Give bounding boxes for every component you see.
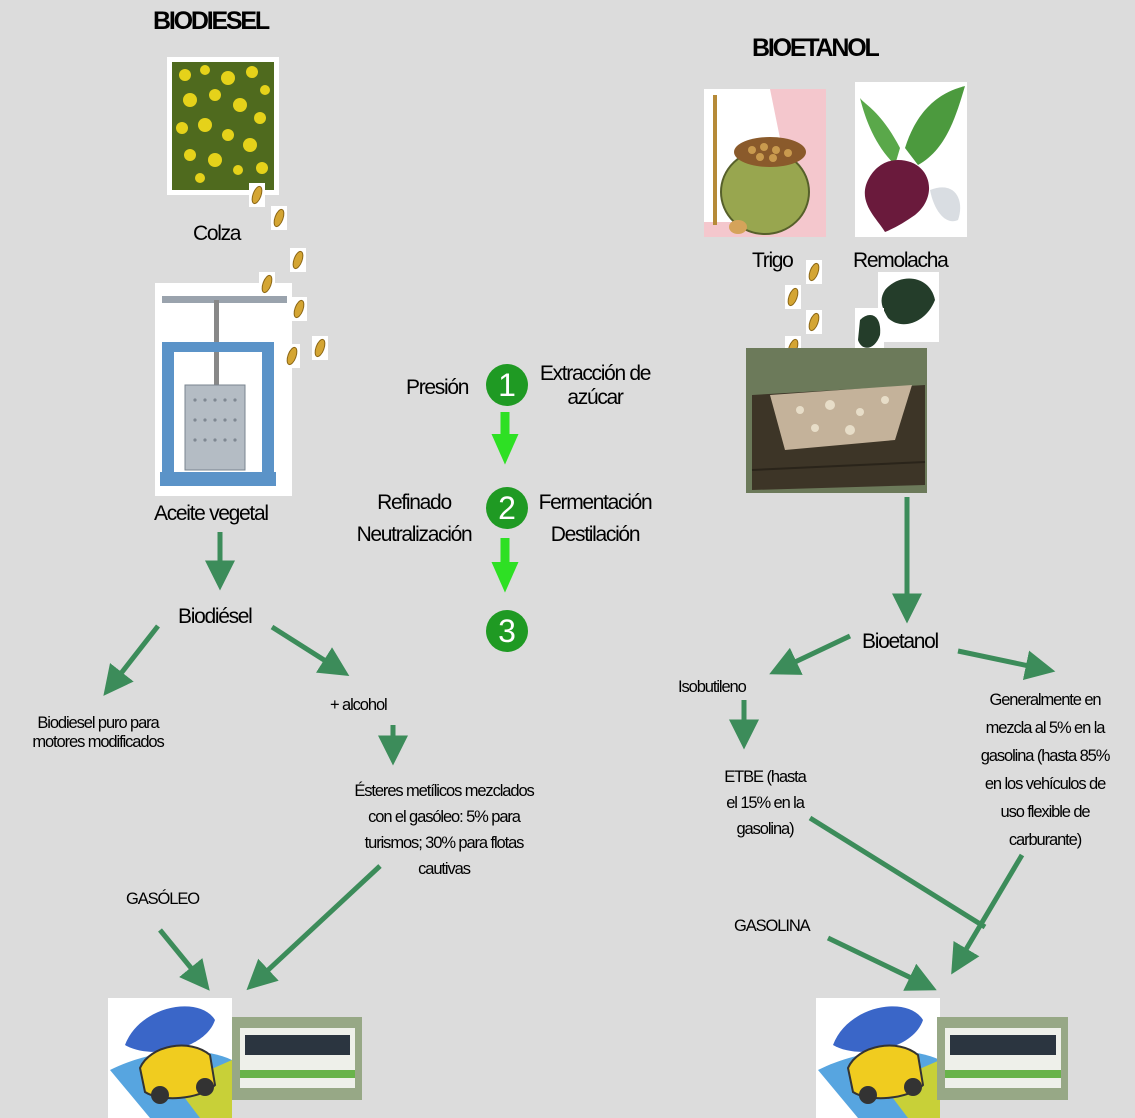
etbe-line-1: ETBE (hasta — [724, 768, 807, 786]
seed-icons-left — [249, 183, 328, 368]
flow-arrows — [103, 497, 1056, 991]
esteres-line-4: cautivas — [418, 860, 471, 878]
fermentacion-line-1: Fermentación — [538, 491, 653, 514]
gasoleo-label: GASÓLEO — [126, 890, 200, 908]
refinado-line-2: Neutralización — [356, 523, 473, 546]
wheat-sack-picture — [704, 89, 826, 237]
biodiesel-puro-line-1: Biodiesel puro para — [37, 714, 159, 732]
arrow-esteres-to-vehicles — [246, 864, 382, 991]
extraccion-label: Extracción de azúcar — [526, 362, 664, 410]
esteres-line-1: Ésteres metílicos mezclados — [354, 782, 534, 800]
esteres-line-2: con el gasóleo: 5% para — [368, 808, 521, 826]
isobutileno-label: Isobutileno — [678, 678, 747, 696]
refinado-line-1: Refinado — [377, 491, 452, 514]
biodiesel-title: BIODIESEL — [153, 7, 270, 35]
colza-picture — [167, 57, 279, 195]
mezcla-line-1: Generalmente en — [989, 691, 1102, 709]
bioetanol-title: BIOETANOL — [752, 34, 880, 62]
esteres-line-3: turismos; 30% para flotas — [364, 834, 525, 852]
vehicles-picture-right — [816, 998, 1068, 1118]
arrow-bioetanol-to-isobutileno — [769, 633, 852, 675]
beet-leaves-icon — [855, 272, 939, 358]
vehicles-picture-left — [108, 998, 362, 1118]
refinado-label: Refinado Neutralización — [340, 487, 488, 551]
arrow-biodiesel-to-alcohol — [270, 624, 350, 677]
step-3-icon: 3 — [486, 610, 528, 652]
remolacha-label: Remolacha — [853, 249, 949, 272]
step-1-icon: 1 — [486, 364, 528, 406]
etbe-label: ETBE (hasta el 15% en la gasolina) — [700, 764, 830, 842]
colza-label: Colza — [193, 222, 242, 245]
press-picture — [155, 283, 292, 496]
esteres-label: Ésteres metílicos mezclados con el gasól… — [310, 778, 578, 882]
fermentacion-label: Fermentación Destilación — [526, 487, 664, 551]
mezcla-line-5: uso flexible de — [1000, 803, 1091, 821]
mezcla-line-3: gasolina (hasta 85% — [980, 747, 1111, 765]
arrow-mezcla-to-vehicles — [951, 853, 1025, 975]
beet-picture — [855, 82, 967, 237]
etbe-line-3: gasolina) — [736, 820, 794, 838]
extraccion-line-2: azúcar — [567, 386, 624, 409]
arrow-gasoleo-to-vehicles — [158, 928, 210, 991]
arrow-biodiesel-to-puro — [103, 624, 160, 696]
fermentacion-line-2: Destilación — [550, 523, 641, 546]
step-2-icon: 2 — [486, 487, 528, 529]
arrow-gasolina-to-vehicles — [826, 935, 937, 991]
bioetanol-node-label: Bioetanol — [862, 630, 939, 653]
biodiesel-node-label: Biodiésel — [178, 605, 253, 628]
aceite-vegetal-label: Aceite vegetal — [154, 502, 269, 525]
biodiesel-puro-line-2: motores modificados — [32, 733, 164, 751]
etbe-line-2: el 15% en la — [726, 794, 805, 812]
trigo-label: Trigo — [752, 249, 794, 272]
biodiesel-puro-label: Biodiesel puro para motores modificados — [8, 714, 188, 752]
seed-icons-right — [785, 260, 822, 360]
alcohol-label: + alcohol — [330, 696, 388, 714]
arrow-bioetanol-to-mezcla — [957, 648, 1056, 681]
mezcla-label: Generalmente en mezcla al 5% en la gasol… — [955, 686, 1135, 854]
mezcla-line-4: en los vehículos de — [984, 775, 1106, 793]
gasolina-label: GASOLINA — [734, 917, 811, 935]
mezcla-line-2: mezcla al 5% en la — [985, 719, 1106, 737]
extraccion-line-1: Extracción de — [539, 362, 652, 385]
line-etbe-to-vehicles — [808, 815, 987, 930]
mezcla-line-6: carburante) — [1008, 831, 1082, 849]
presion-label: Presión — [406, 376, 469, 399]
compost-box-picture — [746, 348, 927, 493]
